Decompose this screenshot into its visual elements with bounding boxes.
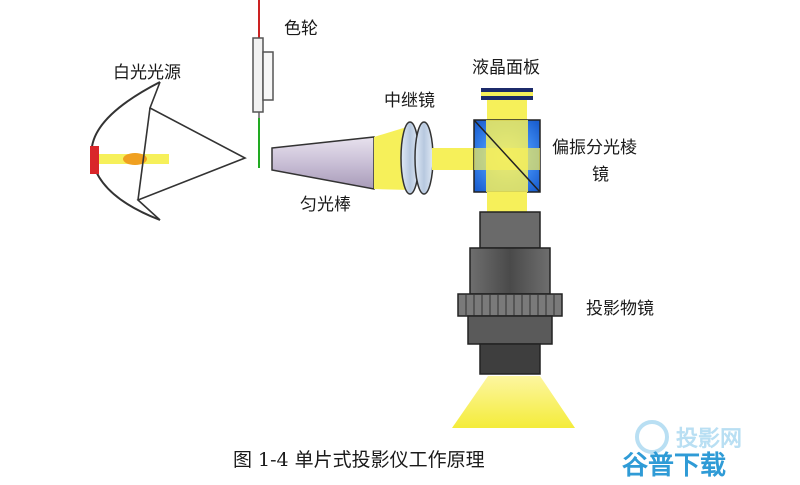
- relay-lens: [400, 121, 434, 195]
- label-relay-lens: 中继镜: [384, 91, 435, 111]
- label-projection-lens: 投影物镜: [586, 299, 654, 319]
- wheel-plate: [262, 51, 274, 101]
- figure-caption: 图 1-4 单片式投影仪工作原理: [233, 449, 485, 471]
- watermark-bottom-text: 谷普下载: [622, 450, 726, 481]
- lamp-base: [90, 146, 99, 174]
- watermark: 投影网 谷普下载: [622, 420, 742, 481]
- label-light-rod: 匀光棒: [300, 195, 351, 215]
- label-lcd-panel: 液晶面板: [472, 58, 540, 78]
- color-wheel: [252, 0, 274, 168]
- beam-to-relay: [374, 126, 410, 190]
- beam-lcd-prism: [487, 100, 527, 120]
- beam-to-objective: [487, 192, 527, 212]
- prism-diagonal: [473, 119, 541, 193]
- beam-to-prism: [432, 148, 474, 170]
- label-polarizing-prism-1: 偏振分光棱: [552, 138, 637, 158]
- white-light-source: [90, 81, 247, 221]
- label-white-light-source: 白光光源: [113, 63, 181, 83]
- watermark-logo-icon: [635, 420, 669, 454]
- light-rod: [271, 136, 375, 190]
- label-polarizing-prism-2: 镜: [592, 165, 609, 185]
- projection-lens: [457, 211, 563, 375]
- wheel-hub: [252, 37, 264, 113]
- ray-lines: [136, 81, 247, 221]
- projected-light: [452, 376, 575, 428]
- reflector: [90, 81, 161, 221]
- watermark-top-text: 投影网: [676, 427, 742, 452]
- focus-ring-ridges: [465, 294, 555, 316]
- bulb: [123, 153, 147, 165]
- label-color-wheel: 色轮: [284, 19, 318, 39]
- polarizing-prism: [473, 119, 541, 193]
- lcd-panel: [481, 88, 533, 100]
